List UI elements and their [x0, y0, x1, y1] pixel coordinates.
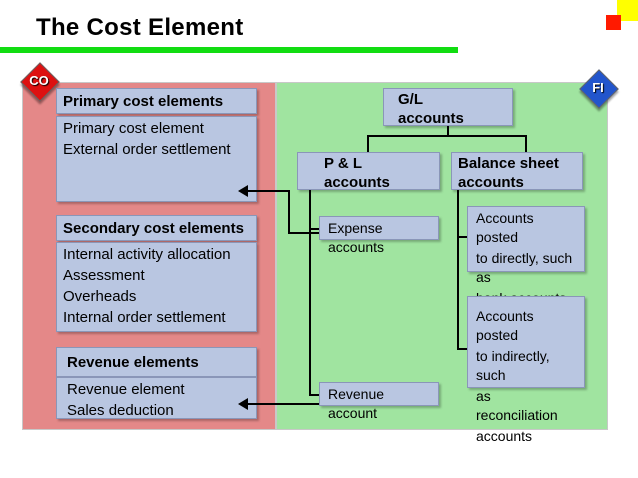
revenue-elements-box: Revenue element Sales deduction: [56, 377, 257, 419]
posted-direct-line: Accounts posted: [476, 210, 534, 245]
arrow-head-icon: [238, 398, 248, 410]
secondary-item: Internal order settlement: [63, 309, 226, 326]
secondary-item: Internal activity allocation: [63, 246, 231, 263]
connector-line: [367, 135, 369, 152]
posted-direct-line: to directly, such as: [476, 250, 573, 285]
connector-line: [309, 190, 311, 395]
posted-indirectly-box: Accounts posted to indirectly, such as r…: [467, 296, 585, 444]
primary-header-text: Primary cost elements: [63, 93, 224, 110]
connector-line: [457, 348, 467, 350]
fi-badge-label: FI: [592, 80, 604, 95]
co-badge-label: CO: [29, 73, 49, 88]
primary-item: External order settlement: [63, 141, 231, 158]
connector-line: [367, 135, 527, 137]
connector-line: [309, 394, 319, 396]
expense-accounts-text: Expense accounts: [328, 220, 385, 255]
arrow-head-icon: [238, 185, 248, 197]
gl-line: G/L: [398, 91, 423, 108]
decor-red-square: [606, 15, 621, 30]
primary-cost-elements-box: Primary cost element External order sett…: [56, 116, 257, 202]
balance-line: Balance sheet: [458, 155, 559, 172]
expense-accounts-box: Expense accounts: [319, 216, 439, 255]
balance-sheet-accounts-box: Balance sheet accounts: [451, 152, 583, 191]
secondary-item: Assessment: [63, 267, 145, 284]
revenue-elements-header: Revenue elements: [56, 347, 257, 377]
pl-line: P & L: [324, 155, 363, 172]
revenue-account-text: Revenue account: [328, 386, 385, 421]
arrow-line: [248, 190, 290, 192]
revenue-header-text: Revenue elements: [67, 354, 199, 371]
revenue-account-box: Revenue account: [319, 382, 439, 421]
connector-line: [525, 135, 527, 152]
posted-indirect-line: accounts: [476, 428, 533, 444]
arrow-line: [288, 232, 319, 234]
connector-line: [457, 236, 467, 238]
balance-line: accounts: [458, 174, 524, 191]
title-underline: [0, 47, 458, 53]
secondary-cost-elements-header: Secondary cost elements: [56, 215, 257, 241]
connector-line: [457, 190, 459, 350]
connector-line: [309, 228, 319, 230]
posted-indirect-line: as reconciliation: [476, 388, 558, 423]
primary-cost-elements-header: Primary cost elements: [56, 88, 257, 114]
primary-item: Primary cost element: [63, 120, 204, 137]
connector-line: [447, 126, 449, 136]
posted-indirect-line: Accounts posted: [476, 308, 534, 343]
posted-directly-box: Accounts posted to directly, such as ban…: [467, 206, 585, 306]
arrow-line: [248, 403, 319, 405]
revenue-item: Revenue element: [67, 381, 185, 398]
arrow-line: [288, 190, 290, 234]
secondary-header-text: Secondary cost elements: [63, 220, 244, 237]
gl-accounts-box: G/L accounts: [383, 88, 513, 127]
secondary-cost-elements-box: Internal activity allocation Assessment …: [56, 242, 257, 332]
revenue-item: Sales deduction: [67, 402, 174, 419]
pl-line: accounts: [324, 174, 390, 191]
posted-indirect-line: to indirectly, such: [476, 348, 550, 383]
secondary-item: Overheads: [63, 288, 137, 305]
pl-accounts-box: P & L accounts: [297, 152, 440, 191]
gl-line: accounts: [398, 110, 464, 127]
page-title: The Cost Element: [36, 14, 244, 41]
decor-yellow-square: [617, 0, 638, 21]
